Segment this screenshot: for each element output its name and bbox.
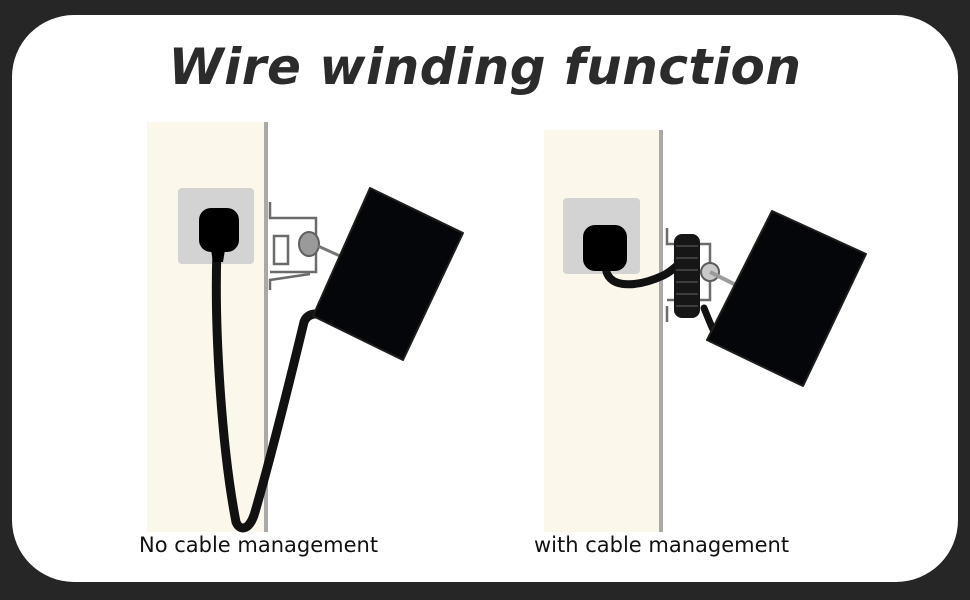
wall-left (147, 122, 265, 532)
camera-device-icon (706, 210, 867, 387)
page-title: Wire winding function (168, 38, 802, 96)
panel-no-cable-management (147, 122, 464, 533)
wall-right (544, 130, 660, 532)
caption-no-cable-management: No cable management (139, 533, 379, 557)
wall-edge-right (659, 130, 663, 532)
power-plug-icon (583, 225, 627, 271)
ball-joint-left (298, 231, 320, 257)
panel-with-cable-management (544, 130, 867, 532)
mount-bracket-left (268, 202, 318, 290)
camera-device-icon (312, 187, 464, 361)
cable-loose (211, 245, 327, 533)
wall-edge-left (264, 122, 268, 532)
power-plug-icon (199, 208, 239, 262)
caption-with-cable-management: with cable management (534, 533, 790, 557)
